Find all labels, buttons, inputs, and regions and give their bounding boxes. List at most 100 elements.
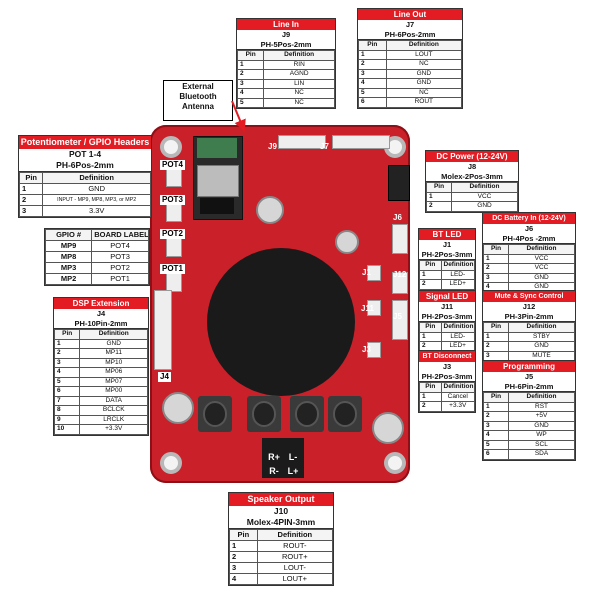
col-def: Definition: [508, 392, 575, 403]
inductor-1: [198, 396, 232, 432]
silk-label-j9: J9: [268, 142, 277, 151]
connector-j4: [154, 290, 172, 370]
silk-label-j1: J1: [362, 268, 371, 277]
connector-j1: [367, 265, 381, 281]
connector-j6: [392, 224, 408, 254]
col-def: Definition: [508, 322, 575, 333]
col-def: Definition: [440, 382, 475, 393]
table-title: Line Out: [358, 9, 462, 20]
capacitor-3: [162, 392, 194, 424]
connector-j9: [278, 135, 326, 149]
table-title: Mute & Sync Control: [483, 291, 575, 302]
table-row: 2+5V: [482, 411, 575, 422]
connector-type: PH-6Pos-2mm: [19, 160, 151, 172]
connector-type: Molex-4PIN-3mm: [229, 517, 333, 529]
connector-type: PH-3Pin-2mm: [483, 312, 575, 322]
col-pin: Pin: [236, 50, 265, 61]
table-potentiometer: Potentiometer / GPIO Headers POT 1-4 PH-…: [18, 135, 152, 218]
antenna-callout-box: External Bluetooth Antenna: [163, 80, 233, 121]
col-def: Definition: [508, 244, 575, 255]
connector-j3: [367, 342, 381, 358]
silk-label-j3: J3: [362, 345, 371, 354]
col-pin: Pin: [419, 322, 442, 333]
table-title: DC Battery In (12-24V): [483, 213, 575, 224]
bluetooth-antenna-pad: [197, 138, 237, 158]
col-pin: Pin: [419, 260, 442, 271]
capacitor-1: [256, 196, 284, 224]
connector-j5: [392, 300, 408, 340]
connector-j7: [332, 135, 390, 149]
col-def: Definition: [42, 172, 151, 184]
col-pin: Pin: [358, 40, 387, 51]
connector-id: POT 1-4: [68, 149, 102, 159]
connector-type: PH-6Pos-2mm: [358, 30, 462, 40]
sd-card-slot: [197, 165, 239, 197]
connector-type: PH-10Pin-2mm: [54, 319, 148, 329]
connector-id: J6: [524, 224, 534, 233]
col-def: Definition: [385, 40, 463, 51]
inductor-3: [290, 396, 324, 432]
silk-label-j6: J6: [393, 213, 402, 222]
silk-label-pot4: POT4: [160, 160, 185, 170]
table-title: BT Disconnect: [419, 351, 475, 362]
col-def: Definition: [79, 329, 148, 340]
table-title: Line In: [237, 19, 335, 30]
mounting-hole-bottom-left: [160, 452, 182, 474]
bluetooth-chip: [200, 198, 234, 214]
inductor-2: [247, 396, 281, 432]
terminal-label-lplus: L+: [284, 464, 302, 478]
col-pin: Pin: [53, 329, 81, 340]
silk-label-pot3: POT3: [160, 195, 185, 205]
col-pin: Pin: [482, 244, 510, 255]
terminal-label-lminus: L-: [284, 450, 302, 464]
terminal-label-rplus: R+: [265, 450, 283, 464]
col-gpio: GPIO #: [44, 229, 93, 241]
table-title: BT LED: [419, 229, 475, 240]
silk-label-pot1: POT1: [160, 264, 185, 274]
connector-id: J4: [96, 309, 106, 318]
capacitor-2: [335, 230, 359, 254]
col-pin: Pin: [482, 322, 510, 333]
col-pin: Pin: [229, 529, 258, 541]
terminal-label-rminus: R-: [265, 464, 283, 478]
col-pin: Pin: [419, 382, 442, 393]
col-board-label: BOARD LABEL: [91, 229, 149, 241]
col-def: Definition: [440, 260, 475, 271]
connector-id: J11: [440, 302, 454, 311]
connector-id: J9: [281, 30, 291, 39]
silk-label-j5: J5: [393, 312, 402, 321]
silk-label-j12: J12: [393, 270, 407, 279]
connector-type: PH-2Pos-3mm: [419, 372, 475, 382]
col-def: Definition: [440, 322, 475, 333]
table-title: DSP Extension: [54, 298, 148, 309]
